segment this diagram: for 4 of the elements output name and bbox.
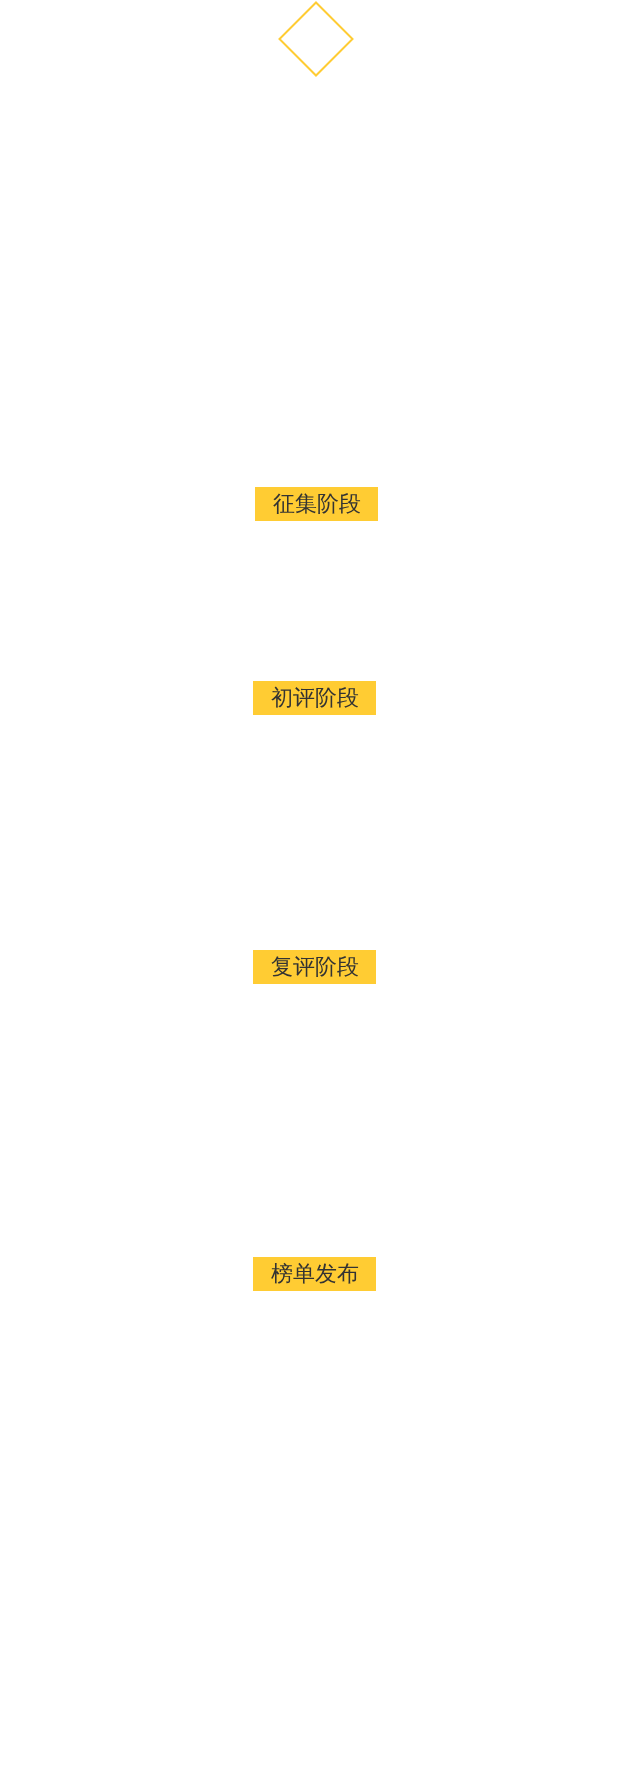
stage-label: 复评阶段 bbox=[253, 950, 376, 984]
stage-label: 榜单发布 bbox=[253, 1257, 376, 1291]
stage-label: 初评阶段 bbox=[253, 681, 376, 715]
stage-label: 征集阶段 bbox=[255, 487, 378, 521]
